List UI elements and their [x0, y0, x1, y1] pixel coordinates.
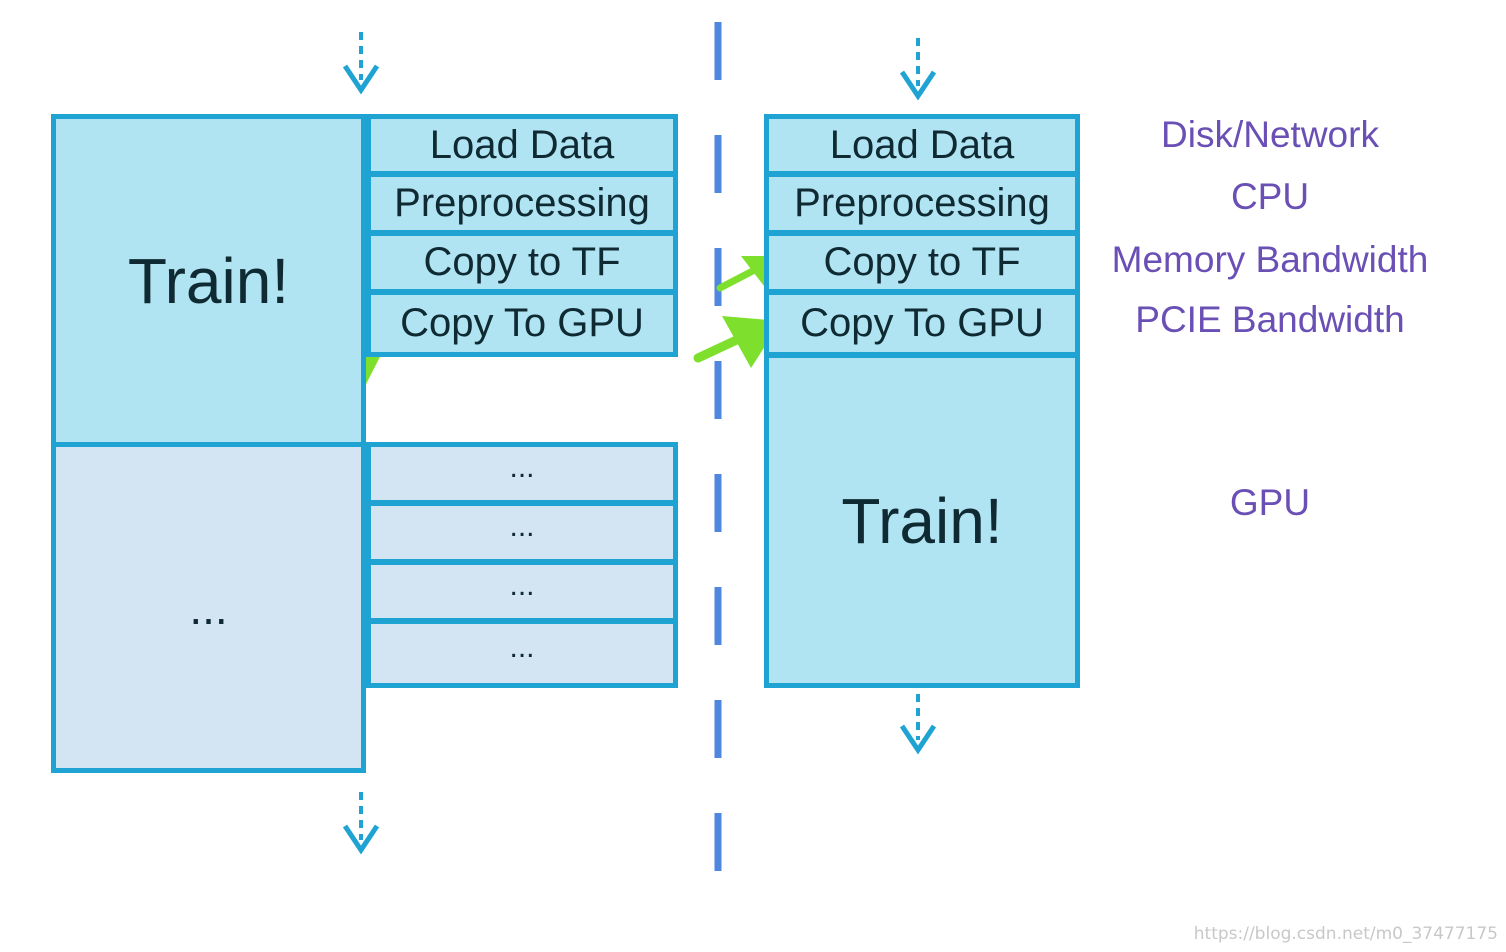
left-stage-preprocessing: Preprocessing: [366, 172, 678, 235]
flow-arrow-right-top-icon: [899, 38, 937, 101]
left-train-box: Train!: [51, 114, 366, 447]
right-stage-copy-to-gpu: Copy To GPU: [764, 290, 1080, 357]
left-stage-copy-to-tf: Copy to TF: [366, 231, 678, 294]
flow-arrow-right-bottom-icon: [899, 694, 937, 755]
left-train-label: Train!: [127, 244, 290, 317]
resource-cpu: CPU: [1230, 176, 1310, 217]
left-next-stage-1: ...: [366, 442, 678, 505]
resource-pcie-bandwidth: PCIE Bandwidth: [1135, 299, 1405, 340]
left-next-stage-3: ...: [366, 560, 678, 623]
right-stage-copy-to-tf: Copy to TF: [764, 231, 1080, 294]
left-next-step-label: ...: [189, 581, 228, 634]
right-stage-load-data: Load Data: [764, 114, 1080, 176]
right-train-label: Train!: [841, 484, 1003, 557]
watermark: https://blog.csdn.net/m0_37477175: [1193, 924, 1498, 944]
resource-gpu: GPU: [1229, 482, 1311, 523]
left-next-step-box: ...: [51, 442, 366, 773]
left-next-stage-2: ...: [366, 501, 678, 564]
right-train-box: Train!: [764, 353, 1080, 688]
resource-disk-network: Disk/Network: [1161, 114, 1379, 155]
right-stage-preprocessing: Preprocessing: [764, 172, 1080, 235]
left-stage-load-data: Load Data: [366, 114, 678, 176]
flow-arrow-left-top-icon: [342, 32, 380, 95]
left-stage-copy-to-gpu: Copy To GPU: [366, 290, 678, 357]
flow-arrow-left-bottom-icon: [342, 792, 380, 855]
left-next-stage-4: ...: [366, 619, 678, 688]
resource-memory-bandwidth: Memory Bandwidth: [1111, 239, 1429, 280]
